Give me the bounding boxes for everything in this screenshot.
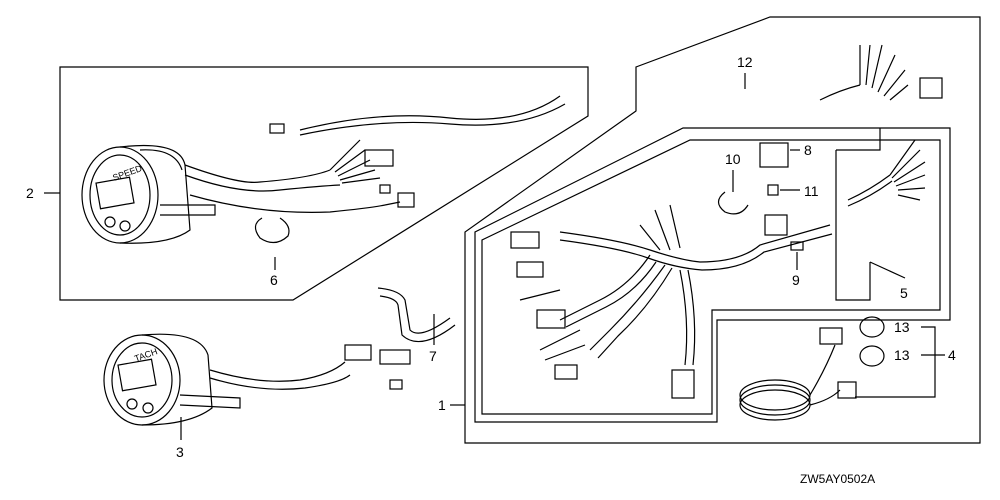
extension-cable-4	[739, 327, 857, 421]
leader-4	[855, 326, 936, 398]
clip-13a	[859, 316, 885, 338]
tachometer-gauge	[103, 333, 411, 426]
callout-13b: 13	[894, 347, 910, 363]
callout-2: 2	[26, 185, 34, 201]
callout-13a: 13	[894, 319, 910, 335]
group-box-1-inner	[481, 139, 941, 415]
hose-7b	[379, 295, 456, 343]
callout-12: 12	[737, 54, 753, 70]
relay-8	[759, 142, 789, 168]
diagram-code: ZW5AY0502A	[800, 472, 876, 486]
fuse-11	[767, 184, 779, 196]
group-box-12	[464, 16, 981, 444]
leader-5	[869, 261, 906, 279]
group-box-5b	[836, 128, 881, 151]
group-box-2	[59, 66, 589, 301]
callout-9: 9	[792, 272, 800, 288]
speedometer-wires	[269, 95, 566, 208]
callout-10: 10	[725, 151, 741, 167]
callout-5: 5	[900, 285, 908, 301]
callout-11: 11	[804, 183, 819, 199]
callout-8: 8	[804, 142, 812, 158]
harness-12-top	[819, 44, 943, 101]
group-box-1	[474, 127, 951, 423]
clip-6	[254, 217, 290, 244]
hose-7	[377, 287, 451, 334]
callout-1: 1	[438, 397, 446, 413]
fuse-9	[790, 241, 804, 251]
speedometer-gauge	[81, 144, 386, 244]
callout-3: 3	[176, 444, 184, 460]
main-harness	[510, 204, 833, 399]
harness-5	[847, 139, 926, 207]
callout-7: 7	[429, 348, 437, 364]
clip-13b	[859, 345, 885, 367]
fuse-holder	[764, 214, 788, 236]
callout-6: 6	[270, 272, 278, 288]
group-box-5	[835, 150, 871, 301]
clip-10	[717, 191, 749, 215]
callout-4: 4	[948, 347, 956, 363]
